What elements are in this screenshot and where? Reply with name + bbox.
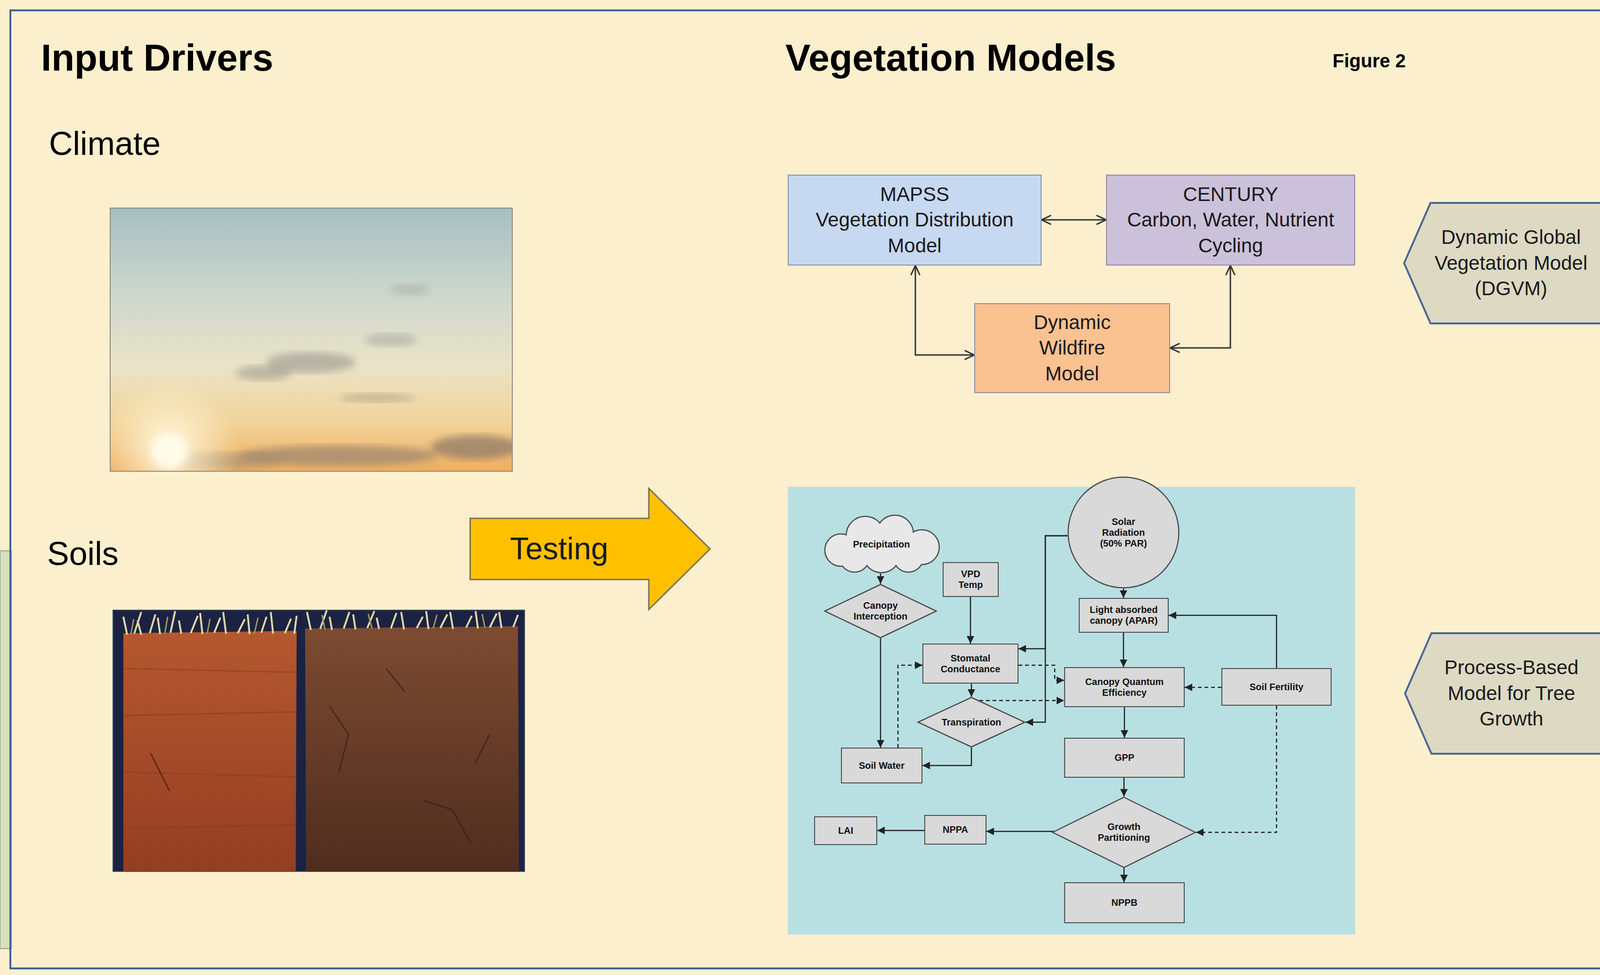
node-text: NPPA	[942, 824, 969, 836]
connector	[969, 597, 972, 644]
process-box: NPPA	[924, 815, 987, 845]
dashed-connector	[1184, 686, 1222, 689]
connector	[922, 747, 972, 766]
node-text: NPPB	[1111, 897, 1138, 909]
connector	[880, 638, 882, 748]
connector	[1123, 707, 1126, 738]
brown-soil-profile	[305, 626, 519, 872]
connector	[1123, 588, 1125, 598]
node-text: Soil Water	[858, 760, 905, 772]
connector	[1123, 777, 1125, 797]
node-text: MAPSS	[880, 181, 950, 208]
photo-backdrop	[113, 610, 525, 872]
process-box: Light absorbed canopy (APAR)	[1078, 597, 1169, 633]
process-box: Soil Fertility	[1221, 668, 1332, 706]
cloud	[430, 435, 513, 460]
wildfire-box: Dynamic Wildfire Model	[974, 303, 1171, 394]
node-text: Carbon, Water, Nutrient Cycling	[1120, 207, 1342, 259]
process-box: Soil Water	[840, 747, 923, 784]
node-text: Vegetation Distribution Model	[801, 207, 1028, 259]
grass	[130, 614, 485, 635]
connector	[880, 573, 882, 584]
flowchart-panel	[787, 486, 1356, 935]
node-text: Precipitation	[852, 539, 910, 550]
decision-diamond: Transpiration	[917, 696, 1026, 748]
connector	[1123, 632, 1125, 668]
section-heading: Input Drivers	[40, 35, 274, 81]
connector	[915, 265, 975, 356]
model-box: MAPSSVegetation Distribution Model	[787, 174, 1042, 266]
node-text: Soil Fertility	[1249, 681, 1304, 693]
dashed-connector	[979, 700, 1065, 702]
decision-diamond: Canopy Interception	[824, 583, 938, 639]
node-text: LAI	[838, 825, 854, 837]
input-circle: Solar Radiation (50% PAR)	[1067, 476, 1180, 589]
grass	[123, 610, 518, 635]
connector	[1123, 868, 1125, 883]
connector	[970, 683, 973, 697]
cloud	[364, 333, 417, 347]
node-text: Transpiration	[941, 717, 1002, 728]
process-box: LAI	[814, 816, 878, 846]
node-text: Stomatal Conductance	[935, 653, 1006, 675]
input-cloud: Precipitation	[814, 515, 949, 574]
cloud	[235, 365, 292, 381]
sky-clouds	[110, 283, 513, 472]
red-soil-profile	[123, 630, 297, 872]
node-text: Canopy Interception	[852, 600, 909, 623]
sky-photo	[98, 208, 521, 521]
node-text: Process-Based Model for Tree Growth	[1433, 654, 1590, 733]
figure-number: Figure 2	[1332, 49, 1407, 73]
node-text: CENTURY	[1182, 181, 1278, 208]
connector	[1168, 615, 1277, 669]
figure-frame	[10, 10, 1600, 969]
connector	[1025, 535, 1068, 723]
node-text: Solar Radiation (50% PAR)	[1092, 516, 1155, 550]
dashed-connector	[1195, 705, 1277, 833]
driver-label: Climate	[48, 123, 161, 164]
photo-border	[110, 208, 513, 472]
dashed-connector	[1018, 665, 1065, 681]
node-text: Dynamic Global Vegetation Model (DGVM)	[1433, 224, 1589, 302]
node-text: VPD Temp	[954, 568, 988, 591]
connector	[1018, 535, 1068, 649]
connector	[1041, 219, 1107, 221]
node-text: Light absorbed canopy (APAR)	[1084, 604, 1163, 627]
testing-arrow: Testing	[469, 487, 712, 611]
node-text: GPP	[1114, 752, 1135, 764]
process-box: VPD Temp	[942, 562, 999, 598]
sun	[151, 433, 188, 469]
soil-photo	[113, 610, 525, 872]
cloud	[339, 393, 415, 403]
connector	[877, 830, 925, 832]
section-heading: Vegetation Models	[785, 35, 1116, 81]
soil-strata	[123, 668, 296, 829]
callout-tag: Dynamic Global Vegetation Model (DGVM)	[1403, 202, 1600, 325]
process-box: NPPB	[1064, 882, 1185, 924]
connector	[1170, 265, 1231, 348]
sun-glow	[110, 379, 241, 472]
cloud	[389, 283, 430, 296]
dashed-connector	[897, 665, 923, 748]
node-text: Growth Partitioning	[1088, 821, 1160, 844]
node-text: Dynamic Wildfire Model	[1015, 309, 1129, 388]
process-box: Canopy Quantum Efficiency	[1064, 667, 1185, 708]
process-box: GPP	[1064, 737, 1185, 778]
model-box: CENTURYCarbon, Water, Nutrient Cycling	[1106, 174, 1356, 266]
decision-diamond: Growth Partitioning	[1051, 796, 1196, 869]
callout-tag: Process-Based Model for Tree Growth	[1404, 632, 1600, 755]
process-box: Stomatal Conductance	[922, 643, 1019, 684]
connector	[986, 831, 1054, 833]
node-text: Canopy Quantum Efficiency	[1082, 676, 1167, 699]
node-text: Testing	[509, 530, 609, 568]
soil-cracks	[150, 668, 490, 843]
driver-label: Soils	[47, 533, 119, 574]
